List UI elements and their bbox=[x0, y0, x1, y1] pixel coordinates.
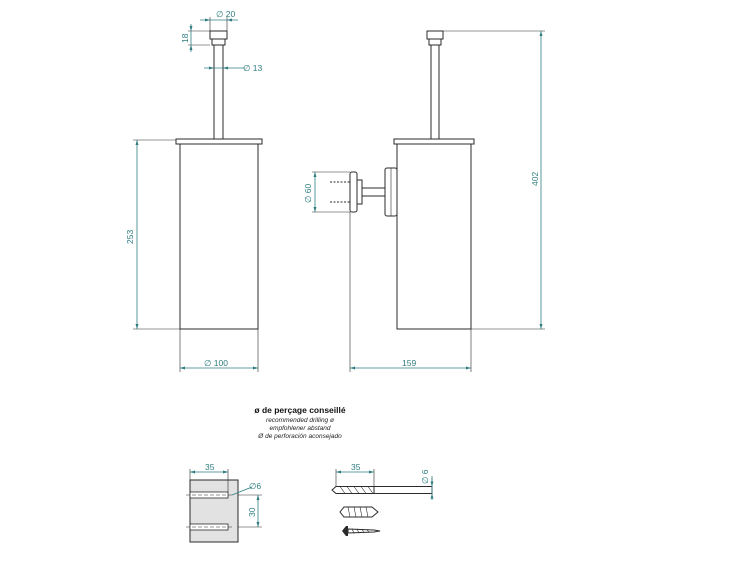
wall-section: 35 ∅6 30 bbox=[186, 462, 262, 543]
drilling-note: ø de perçage conseillé recommended drill… bbox=[254, 405, 345, 440]
drilling-note-title: ø de perçage conseillé bbox=[254, 405, 345, 415]
front-view: ∅ 20 18 ∅ 13 253 ∅ 100 bbox=[125, 9, 263, 372]
drilling-note-de: empfohlener abstand bbox=[269, 425, 330, 432]
dim-body-height: 253 bbox=[125, 230, 135, 244]
dim-handle-diameter: ∅ 13 bbox=[243, 63, 262, 73]
dim-drill-diameter-right: ∅ 6 bbox=[420, 469, 430, 484]
dim-body-diameter: ∅ 100 bbox=[204, 358, 228, 368]
wall-plug bbox=[339, 506, 379, 518]
side-view: ∅ 60 402 159 bbox=[303, 30, 545, 372]
drilling-note-en: recommended drilling ø bbox=[266, 417, 334, 424]
side-cap-neck bbox=[428, 38, 442, 46]
dim-cap-diameter: ∅ 20 bbox=[216, 9, 235, 19]
dim-total-height: 402 bbox=[530, 172, 540, 186]
side-body bbox=[396, 143, 472, 330]
dim-bracket-diameter: ∅ 60 bbox=[303, 184, 313, 203]
drill-bit bbox=[331, 486, 433, 494]
front-lid bbox=[175, 138, 263, 145]
front-cap-top bbox=[209, 30, 228, 40]
dim-drill-diameter-left: ∅6 bbox=[249, 481, 261, 491]
side-lid bbox=[393, 138, 475, 145]
front-cap-neck bbox=[211, 38, 226, 46]
dim-depth: 159 bbox=[402, 358, 416, 368]
screw bbox=[342, 526, 381, 536]
hardware: 35 ∅ 6 bbox=[331, 462, 434, 536]
dim-cap-height: 18 bbox=[180, 33, 190, 43]
front-body bbox=[179, 143, 259, 330]
wall-bracket bbox=[330, 167, 398, 217]
drilling-note-es: Ø de perforación aconsejado bbox=[257, 433, 342, 440]
dim-plug-length-right: 35 bbox=[351, 462, 361, 472]
dim-hole-spacing: 30 bbox=[247, 507, 257, 517]
side-cap-top bbox=[426, 30, 444, 40]
wall-block bbox=[189, 479, 239, 543]
dim-plug-length-left: 35 bbox=[205, 462, 215, 472]
